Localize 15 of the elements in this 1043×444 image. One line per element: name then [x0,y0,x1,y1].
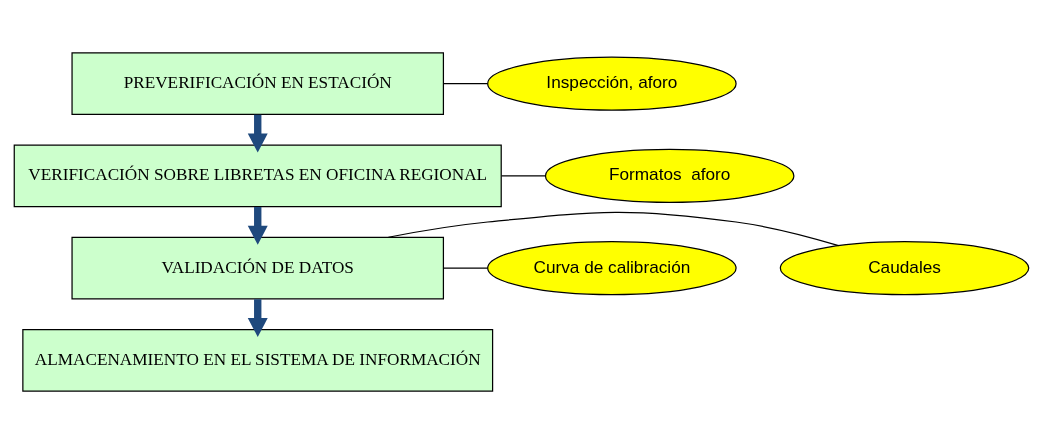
connector [442,267,489,269]
node-box: VALIDACIÓN DE DATOS [71,236,445,300]
connector [442,83,489,85]
connector [500,175,546,177]
node-ellipse: Inspección, aforo [487,56,737,111]
arrow [247,207,268,245]
node-box: VERIFICACIÓN SOBRE LIBRETAS EN OFICINA REGIONAL [13,144,502,208]
node-ellipse: Caudales [779,241,1030,296]
connector [387,211,840,247]
node-ellipse: Formatos aforo [544,148,795,203]
node-box: PREVERIFICACIÓN EN ESTACIÓN [71,52,445,115]
arrow [247,114,268,153]
arrow [247,299,268,337]
node-box: ALMACENAMIENTO EN EL SISTEMA DE INFORMACIÓN [22,329,494,392]
node-ellipse: Curva de calibración [487,241,737,296]
